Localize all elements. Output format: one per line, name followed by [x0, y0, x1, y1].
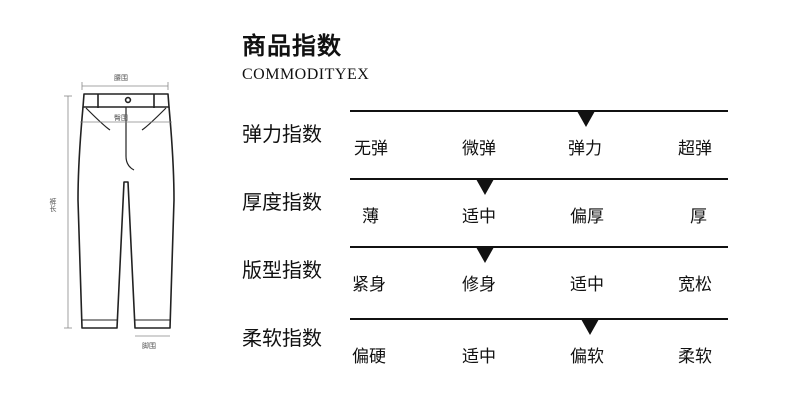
option-label: 厚 — [690, 207, 707, 227]
option-label: 偏软 — [570, 347, 604, 367]
hip-label: 臀围 — [114, 114, 128, 122]
option-label: 宽松 — [678, 275, 712, 295]
pants-outline — [77, 93, 175, 329]
selection-marker-icon — [577, 111, 595, 127]
pants-illustration: 腰围 臀围 裤长 脚 — [40, 60, 190, 360]
index-label: 弹力指数 — [242, 122, 322, 146]
option-label: 适中 — [462, 347, 496, 367]
option-label: 适中 — [570, 275, 604, 295]
index-label: 柔软指数 — [242, 326, 322, 350]
option-label: 适中 — [462, 207, 496, 227]
index-label: 厚度指数 — [242, 190, 322, 214]
index-row-thickness: 厚度指数 薄 适中 偏厚 厚 — [242, 178, 732, 238]
index-row-fit: 版型指数 紧身 修身 适中 宽松 — [242, 246, 732, 306]
index-row-softness: 柔软指数 偏硬 适中 偏软 柔软 — [242, 318, 732, 378]
scale-line — [350, 318, 728, 320]
selection-marker-icon — [476, 247, 494, 263]
option-label: 紧身 — [352, 275, 386, 295]
option-label: 偏厚 — [570, 207, 604, 227]
waist-label: 腰围 — [114, 74, 128, 82]
page-title: 商品指数 — [242, 32, 342, 60]
option-label: 微弹 — [462, 139, 496, 159]
option-label: 弹力 — [568, 139, 602, 159]
pants-drawing: 腰围 臀围 裤长 脚 — [49, 74, 175, 350]
page-subtitle: COMMODITYEX — [242, 66, 370, 83]
scale-line — [350, 246, 728, 248]
option-label: 柔软 — [678, 347, 712, 367]
index-row-elasticity: 弹力指数 无弹 微弹 弹力 超弹 — [242, 110, 732, 170]
scale-line — [350, 178, 728, 180]
option-label: 修身 — [462, 275, 496, 295]
selection-marker-icon — [581, 319, 599, 335]
hem-label: 脚围 — [142, 341, 156, 350]
index-label: 版型指数 — [242, 258, 322, 282]
option-label: 薄 — [362, 207, 379, 227]
selection-marker-icon — [476, 179, 494, 195]
option-label: 偏硬 — [352, 347, 386, 367]
length-label: 裤长 — [49, 197, 57, 213]
scale-line — [350, 110, 728, 112]
option-label: 超弹 — [678, 139, 712, 159]
option-label: 无弹 — [354, 139, 388, 159]
